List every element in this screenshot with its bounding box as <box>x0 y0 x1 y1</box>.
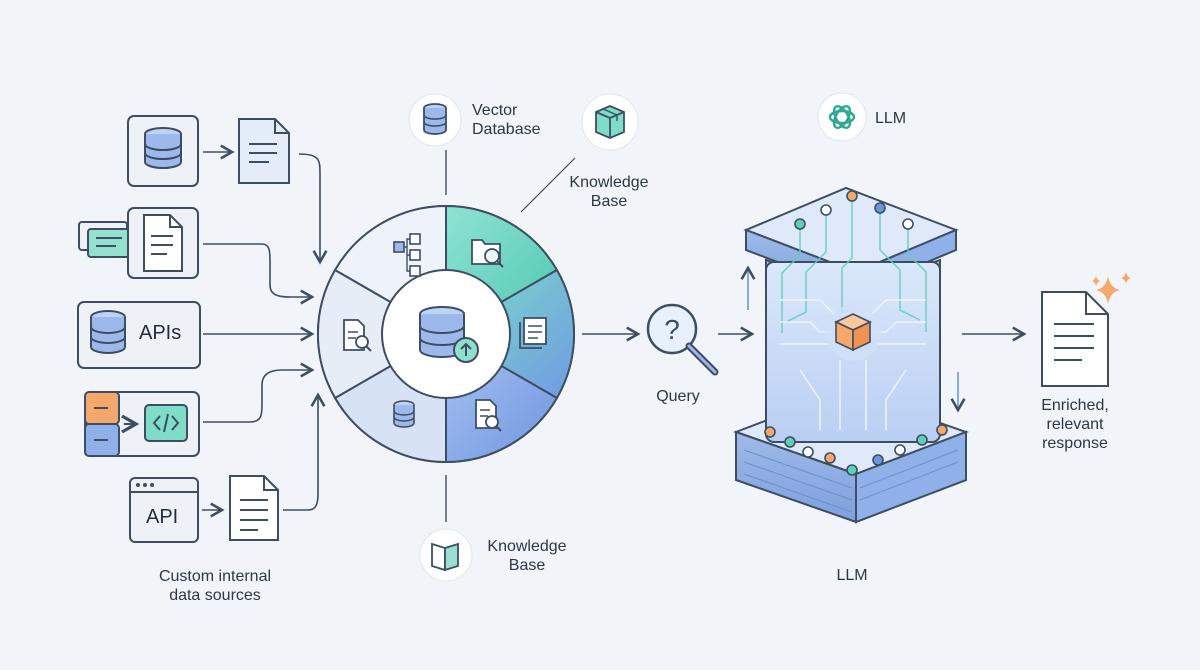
sparkle-icon <box>1092 272 1131 304</box>
svg-text:?: ? <box>664 314 680 345</box>
query-label: Query <box>656 388 700 405</box>
response-label: Enriched, relevant response <box>1020 396 1130 453</box>
database-source-card <box>127 115 199 187</box>
data-sources-caption-line2: data sources <box>169 587 261 604</box>
llm-chip <box>733 186 969 524</box>
llm-logo-icon <box>817 92 867 142</box>
code-icon <box>144 404 188 442</box>
arrow <box>203 362 315 423</box>
document-icon <box>238 118 290 184</box>
database-upload-icon <box>419 306 479 363</box>
vector-database-ring <box>317 204 575 464</box>
apis-label: APIs <box>139 322 182 344</box>
document-search-icon <box>475 399 502 432</box>
database-icon <box>144 127 182 169</box>
document-card <box>127 207 199 279</box>
folder-search-icon <box>471 239 504 268</box>
knowledge-base-bottom-line1: Knowledge <box>487 538 567 555</box>
hierarchy-icon <box>393 233 421 277</box>
vector-database-label-line1: Vector <box>472 102 518 119</box>
vector-database-badge <box>408 93 462 147</box>
api-window-card <box>129 477 199 543</box>
api-label: API <box>146 506 179 528</box>
response-label-line1: Enriched, <box>1041 397 1109 414</box>
knowledge-base-label-top: Knowledge Base <box>554 173 664 211</box>
apis-source-card <box>77 301 201 369</box>
arrow <box>203 243 315 305</box>
llm-bottom-label: LLM <box>836 567 868 584</box>
database-icon <box>90 310 126 354</box>
knowledge-base-top-line2: Base <box>590 193 628 210</box>
query-magnifier-icon: ? <box>646 303 719 376</box>
vector-database-label: Vector Database <box>472 101 541 139</box>
data-sources-caption-line1: Custom internal <box>158 568 272 585</box>
code-source-card <box>84 391 200 457</box>
response-document-icon <box>1041 291 1109 387</box>
response-label-line3: response <box>1042 435 1108 452</box>
arrow <box>283 392 326 511</box>
document-stack-icon <box>519 317 547 349</box>
knowledge-base-top-line1: Knowledge <box>569 174 649 191</box>
database-icon <box>393 400 415 428</box>
llm-top-label: LLM <box>875 110 907 127</box>
document-icon <box>229 475 279 541</box>
arrow <box>298 153 328 265</box>
vector-database-label-line2: Database <box>472 121 541 138</box>
knowledge-base-box-icon <box>581 93 639 151</box>
knowledge-base-label-bottom: Knowledge Base <box>472 537 582 575</box>
response-label-line2: relevant <box>1046 416 1104 433</box>
chat-messages-icon <box>78 221 133 258</box>
data-sources-caption: Custom internal data sources <box>120 567 310 605</box>
knowledge-base-bottom-line2: Base <box>508 557 546 574</box>
document-search-icon <box>343 319 372 352</box>
knowledge-base-book-icon <box>419 528 473 582</box>
connector-line <box>520 157 576 213</box>
core-cube-icon <box>834 313 872 352</box>
